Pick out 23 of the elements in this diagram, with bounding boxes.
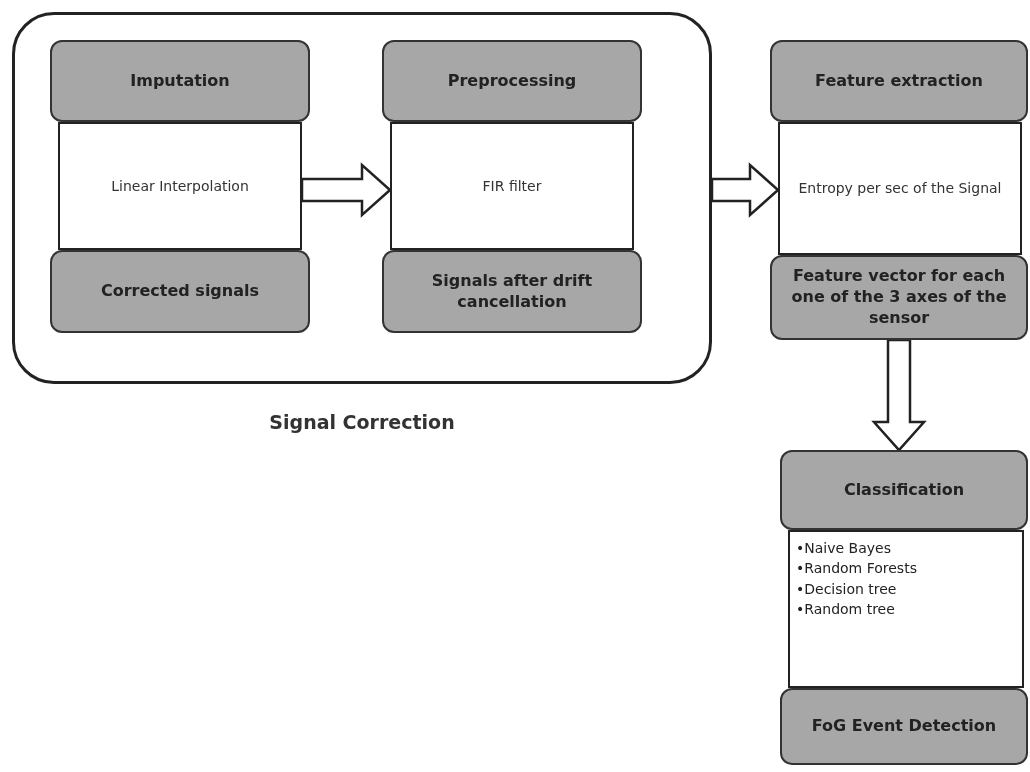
step-description: Entropy per sec of the Signal (797, 179, 1003, 199)
step-header: Classification (780, 450, 1028, 530)
step-card (788, 530, 1024, 688)
list-item: •Decision tree (796, 579, 898, 599)
step-card (778, 122, 1022, 255)
block-arrow (871, 338, 927, 452)
step-output: FoG Event Detection (780, 688, 1028, 765)
step-card (58, 122, 302, 250)
step-card (390, 122, 634, 250)
list-item: •Naive Bayes (796, 539, 892, 558)
step-description: Linear Interpolation (110, 176, 250, 196)
step-description: FIR filter (481, 176, 543, 196)
step-header: Feature extraction (770, 40, 1028, 122)
step-header: Imputation (50, 40, 310, 122)
step-output: Corrected signals (50, 250, 310, 333)
list-item: •Random tree (796, 599, 896, 619)
block-arrow (300, 162, 392, 218)
list-item: •Random Forests (796, 559, 917, 579)
step-output: Signals after drift cancellation (382, 250, 642, 333)
step-output: Feature vector for each one of the 3 axes of the sensor (770, 255, 1028, 340)
step-header: Preprocessing (382, 40, 642, 122)
group-title: Signal Correction (268, 411, 456, 433)
block-arrow (710, 162, 780, 218)
